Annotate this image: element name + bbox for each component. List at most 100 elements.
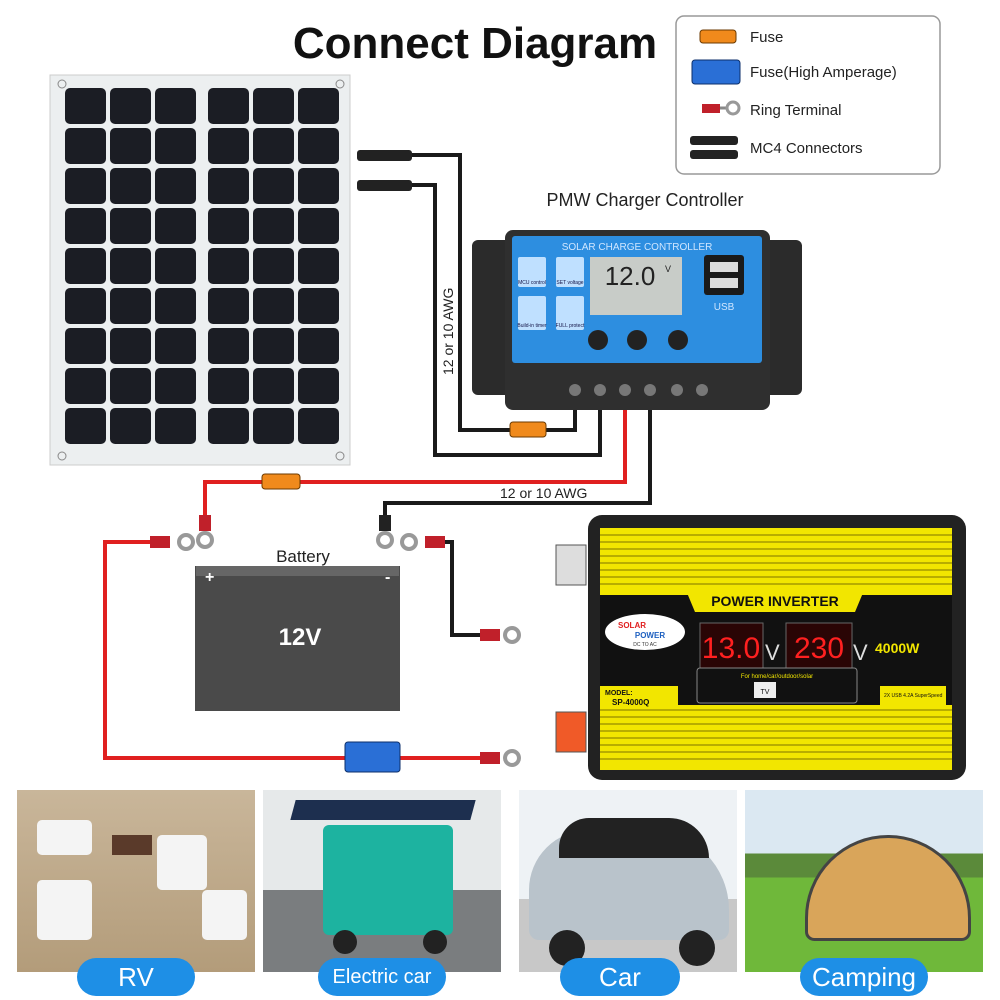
protect-label: FULL protect xyxy=(556,323,585,329)
brand-line2: POWER xyxy=(635,631,665,640)
solar-cell xyxy=(208,408,249,444)
diagram-title: Connect Diagram xyxy=(293,19,657,68)
solar-cell xyxy=(155,128,196,164)
ring-terminal-icon xyxy=(376,515,394,549)
lcd-unit: V xyxy=(665,264,671,274)
charge-controller: SOLAR CHARGE CONTROLLER MCU control SET … xyxy=(472,230,802,410)
photo-car xyxy=(519,790,737,972)
usb-ports xyxy=(704,255,744,295)
controller-panel-title: SOLAR CHARGE CONTROLLER xyxy=(562,242,713,253)
solar-cell xyxy=(253,288,294,324)
solar-cell xyxy=(65,328,106,364)
solar-cell xyxy=(208,328,249,364)
set-voltage-icon xyxy=(556,257,584,287)
solar-cell xyxy=(110,208,151,244)
model-number: SP-4000Q xyxy=(612,698,649,707)
solar-cell xyxy=(253,128,294,164)
solar-cell xyxy=(298,248,339,284)
solar-cell xyxy=(253,208,294,244)
solar-cell xyxy=(155,208,196,244)
high-amperage-fuse-icon xyxy=(691,59,741,85)
solar-cell xyxy=(110,128,151,164)
legend-label-mc4: MC4 Connectors xyxy=(750,140,863,157)
solar-cell xyxy=(298,208,339,244)
legend-label-fuse: Fuse xyxy=(750,29,783,46)
inverter-positive-wire xyxy=(103,540,490,760)
ring-terminal-icon xyxy=(480,749,521,767)
solar-cell xyxy=(298,408,339,444)
timer-label: Build-in timer xyxy=(517,323,547,329)
diagram-canvas: Connect Diagram Fuse Fuse(High Amperage)… xyxy=(49,15,966,780)
mcu-label: MCU control xyxy=(518,280,546,286)
battery-positive-terminal: + xyxy=(205,569,214,586)
inverter-usage: For home/car/outdoor/solar xyxy=(741,674,813,680)
label-camping: Camping xyxy=(800,958,928,996)
battery-negative-terminal: - xyxy=(385,569,390,586)
solar-cell xyxy=(253,248,294,284)
menu-button[interactable] xyxy=(588,330,608,350)
solar-cell xyxy=(110,368,151,404)
mc4-connector-icon xyxy=(357,150,412,191)
solar-cell xyxy=(298,288,339,324)
brand-line1: SOLAR xyxy=(618,621,646,630)
solar-cell xyxy=(298,368,339,404)
solar-cell xyxy=(65,128,106,164)
inverter-power: 4000W xyxy=(875,640,920,656)
lock-icon xyxy=(556,296,584,330)
solar-panel xyxy=(49,74,351,466)
battery-negative-wire xyxy=(383,400,652,522)
solar-cell xyxy=(208,128,249,164)
solar-cell xyxy=(110,408,151,444)
solar-cell xyxy=(155,408,196,444)
battery-voltage: 12V xyxy=(279,624,322,651)
solar-cell xyxy=(155,168,196,204)
wiring xyxy=(103,153,652,760)
solar-cell xyxy=(253,408,294,444)
input-voltage-reading: 13.0 xyxy=(702,632,760,665)
timer-icon xyxy=(518,296,546,330)
solar-cell xyxy=(298,328,339,364)
solar-cell xyxy=(208,208,249,244)
ring-terminal-icon xyxy=(702,100,741,116)
solar-cell xyxy=(65,88,106,124)
output-voltage-reading: 230 xyxy=(794,632,844,665)
wire-gauge-label-horizontal: 12 or 10 AWG xyxy=(500,485,587,501)
brand-line3: DC TO AC xyxy=(633,642,657,648)
solar-cell xyxy=(208,368,249,404)
model-label: MODEL: xyxy=(605,690,633,697)
high-amperage-fuse-icon xyxy=(344,741,401,773)
solar-cell xyxy=(208,248,249,284)
solar-cell xyxy=(65,248,106,284)
solar-cell xyxy=(155,288,196,324)
battery-label: Battery xyxy=(276,547,330,566)
solar-cell xyxy=(155,248,196,284)
solar-cell xyxy=(253,328,294,364)
solar-cell xyxy=(253,88,294,124)
solar-cell xyxy=(155,88,196,124)
usb-label: USB xyxy=(714,302,735,313)
output-unit: V xyxy=(853,640,868,665)
solar-cell xyxy=(110,328,151,364)
output-voltage-display xyxy=(785,622,853,669)
solar-cell xyxy=(208,88,249,124)
solar-cell xyxy=(110,288,151,324)
solar-cell xyxy=(155,328,196,364)
legend-label-ring: Ring Terminal xyxy=(750,102,841,119)
battery-positive-wire xyxy=(203,400,627,520)
fuse-icon xyxy=(509,421,547,438)
lcd-display xyxy=(590,257,682,315)
inverter-negative-wire xyxy=(425,540,490,637)
solar-cell xyxy=(155,368,196,404)
solar-cell xyxy=(253,168,294,204)
wire-gauge-label-vertical: 12 or 10 AWG xyxy=(440,288,456,375)
legend: Fuse Fuse(High Amperage) Ring Terminal M… xyxy=(675,15,941,175)
ring-terminal-icon xyxy=(480,626,521,644)
down-button[interactable] xyxy=(668,330,688,350)
up-button[interactable] xyxy=(627,330,647,350)
controller-heading: PMW Charger Controller xyxy=(546,190,743,210)
photo-rv xyxy=(17,790,255,972)
input-unit: V xyxy=(765,640,780,665)
panel-negative-wire xyxy=(410,183,602,457)
photo-camping xyxy=(745,790,983,972)
